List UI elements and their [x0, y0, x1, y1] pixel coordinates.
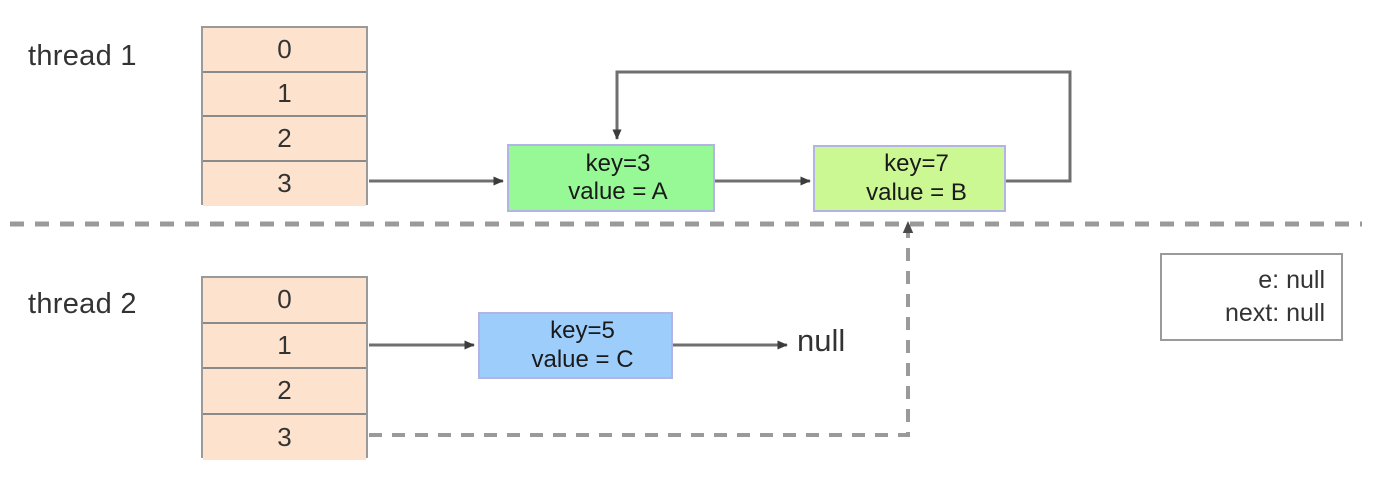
thread-1-label: thread 1 — [28, 40, 137, 72]
thread-2-label: thread 2 — [28, 288, 137, 320]
bucket-table-thread-2: 0 1 2 3 — [201, 276, 368, 460]
node-key-5[interactable]: key=5 value = C — [478, 312, 673, 379]
bucket-row-3[interactable]: 3 — [203, 161, 366, 206]
node-key-5-key: key=5 — [550, 317, 615, 345]
node-key-3-key: key=3 — [585, 149, 651, 177]
node-key-7-key: key=7 — [884, 150, 949, 178]
bucket-row-2[interactable]: 2 — [203, 117, 366, 162]
bucket-row-3[interactable]: 3 — [203, 414, 366, 460]
bucket-row-2[interactable]: 2 — [203, 369, 366, 415]
bucket-row-1[interactable]: 1 — [203, 323, 366, 369]
bucket-row-0[interactable]: 0 — [203, 28, 366, 73]
bucket-row-1[interactable]: 1 — [203, 72, 366, 117]
node-key-7[interactable]: key=7 value = B — [813, 145, 1006, 212]
node-key-5-value: value = C — [531, 345, 634, 373]
legend-box: e: null next: null — [1160, 253, 1343, 341]
node-key-3-value: value = A — [568, 178, 668, 205]
legend-line-e: e: null — [1258, 266, 1325, 294]
node-key-7-value: value = B — [866, 178, 967, 206]
bucket-table-thread-1: 0 1 2 3 — [201, 26, 368, 206]
null-terminator-label: null — [797, 323, 846, 358]
legend-line-next: next: null — [1224, 299, 1325, 327]
node-key-3[interactable]: key=3 value = A — [507, 144, 715, 212]
bucket-row-0[interactable]: 0 — [203, 278, 366, 324]
